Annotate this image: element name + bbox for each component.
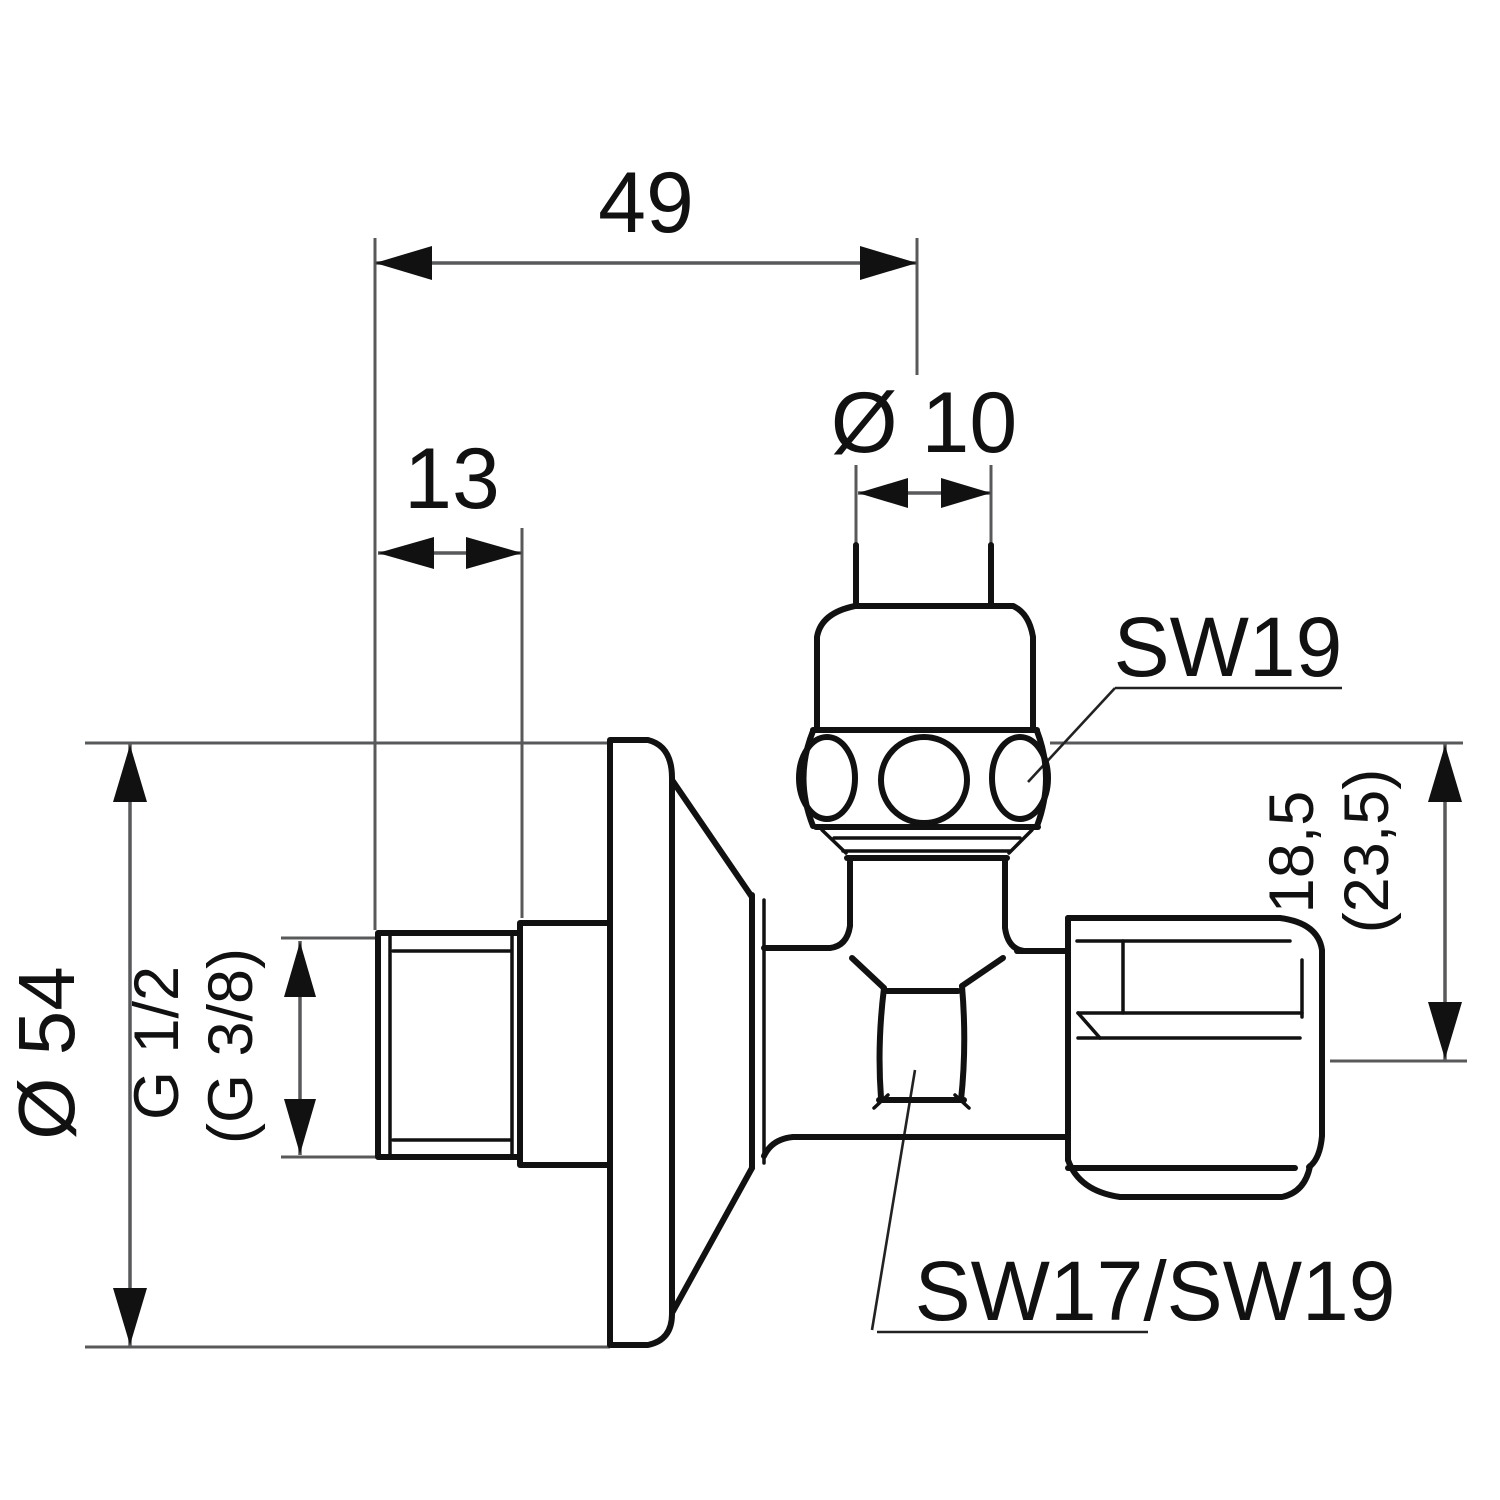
bonnet-stack: [796, 542, 1051, 861]
dimension-13: 13: [378, 431, 524, 918]
nut-outer-top-right: [1065, 915, 1325, 1170]
dimension-inlet-thread: G 1/2 (G 3/8): [122, 936, 378, 1159]
knurl-dimple-right: [989, 734, 1051, 822]
dim-49-label: 49: [598, 155, 694, 251]
sw19-label: SW19: [1114, 600, 1343, 694]
arrowhead-bottom: [284, 1099, 316, 1154]
body-top-left: [761, 855, 853, 951]
valve-body-drawing: [375, 542, 1325, 1348]
arrowhead-top: [1428, 745, 1462, 802]
leader-line: [870, 1069, 917, 1331]
waist-slant-right: [959, 955, 1006, 989]
wall-flange: [607, 737, 766, 1348]
arrowhead-bottom: [113, 1288, 147, 1345]
collar-outline: [517, 920, 611, 1168]
arrowhead-left: [375, 246, 432, 280]
nut-bottom-chamfer: [1065, 1157, 1313, 1200]
waist-slant-left: [849, 955, 887, 991]
thread-pipe-outline: [375, 930, 523, 1160]
cap-sides: [814, 603, 1036, 731]
dimension-49: 49: [373, 155, 919, 930]
inlet-thread-pipe: [375, 930, 523, 1160]
thread-g38-label: (G 3/8): [196, 948, 266, 1144]
knurl-dimple-left: [796, 734, 858, 822]
thread-g12-label: G 1/2: [122, 966, 192, 1120]
flange-plate: [607, 737, 675, 1348]
arrowhead-left: [378, 537, 434, 569]
cone-slant-top: [669, 777, 755, 900]
dim-d54-label: Ø 54: [2, 966, 91, 1139]
knurl-bulge-left: [800, 728, 816, 829]
arrowhead-right: [941, 478, 991, 508]
valve-center-body: [761, 855, 1071, 1159]
collar-band-sides: [820, 828, 1034, 855]
waist-edge-left: [876, 985, 887, 1101]
callout-sw17-sw19: SW17/SW19: [870, 1069, 1396, 1338]
cone-slant-bottom: [669, 1165, 755, 1316]
body-top-right: [1002, 855, 1071, 954]
dim-185-label: 18,5: [1257, 791, 1327, 914]
dim-235-label: (23,5): [1332, 769, 1402, 934]
dimension-tube-diameter: Ø 10: [831, 375, 1017, 600]
callout-sw19: SW19: [1027, 600, 1343, 783]
inlet-collar: [517, 920, 611, 1168]
waist-edge-right: [958, 983, 968, 1103]
nut-mid-chamfer: [1076, 1011, 1102, 1040]
outlet-nut: [1014, 915, 1325, 1200]
arrowhead-top: [113, 745, 147, 802]
dim-d10-label: Ø 10: [831, 375, 1017, 471]
tube-stub: [853, 542, 994, 606]
sw17-sw19-label: SW17/SW19: [915, 1244, 1396, 1338]
arrowhead-bottom: [1428, 1002, 1462, 1059]
dim-13-label: 13: [404, 431, 500, 527]
dimension-outlet-offset: 18,5 (23,5): [1050, 741, 1467, 1063]
body-bottom-edge: [761, 1134, 1071, 1159]
waist-corner-ticks: [872, 1093, 971, 1110]
dimension-flange-diameter: Ø 54: [2, 741, 610, 1349]
arrowhead-left: [858, 478, 908, 508]
arrowhead-right: [860, 246, 917, 280]
arrowhead-right: [466, 537, 522, 569]
arrowhead-top: [284, 942, 316, 997]
knurl-dimple-center: [878, 734, 970, 826]
